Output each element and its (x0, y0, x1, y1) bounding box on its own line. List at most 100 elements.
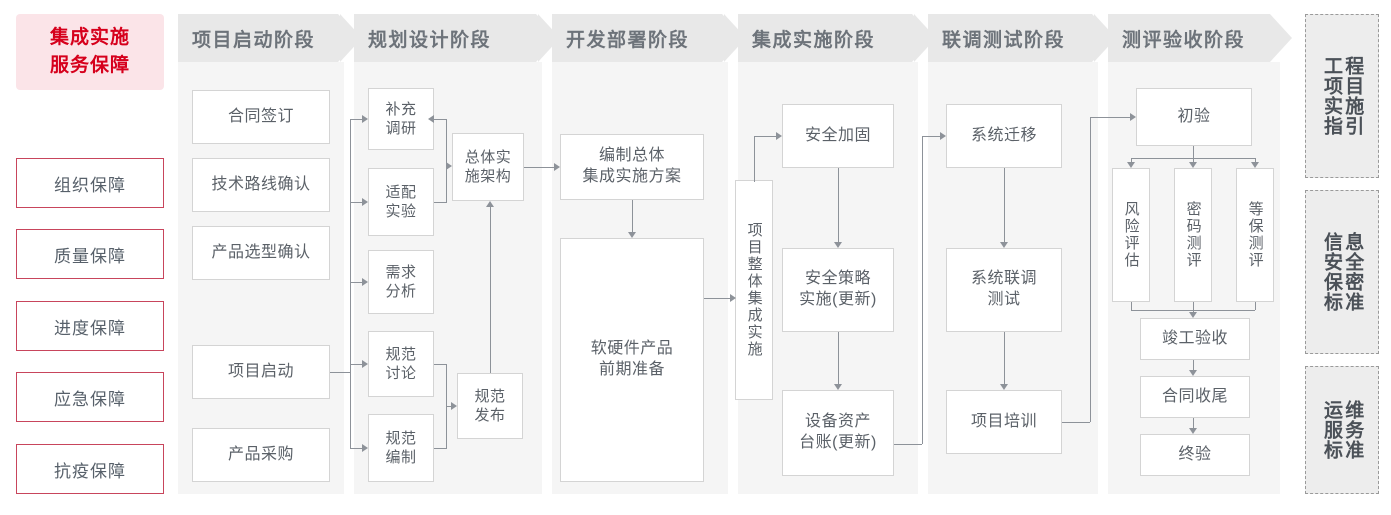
connector-spec-release-to-architecture (490, 207, 491, 373)
node-preliminary-acceptance[interactable]: 初验 (1136, 88, 1252, 146)
guarantee-label: 应急保障 (54, 389, 126, 409)
node-completion-acceptance[interactable]: 竣工验收 (1140, 318, 1250, 360)
node-overall-integration[interactable]: 项目整体集成实施 (735, 180, 773, 400)
phase-header-integration[interactable]: 集成实施阶段 (738, 14, 934, 62)
arrow-down-to-crypto-evaluation (1189, 162, 1197, 168)
node-project-training[interactable]: 项目培训 (946, 390, 1062, 454)
guarantee-item-quality[interactable]: 质量保障 (16, 229, 164, 279)
connector-training-up (1090, 117, 1091, 422)
node-label-line1: 总体实 (464, 148, 512, 166)
arrow-to-preliminary-acceptance (1130, 113, 1136, 121)
node-label-line2: 集成实施方案 (582, 168, 682, 185)
node-label: 密码测评 (1184, 201, 1202, 269)
node-label-line2: 编制 (385, 449, 417, 466)
node-contract-closure[interactable]: 合同收尾 (1140, 376, 1250, 418)
node-label: 项目启动 (227, 362, 294, 380)
node-asset-ledger[interactable]: 设备资产 台账(更新) (782, 390, 894, 476)
connector-integration-up (754, 136, 755, 182)
rail-text-col-right: 程目施引 (1342, 56, 1364, 136)
node-label: 产品选型确认 (211, 243, 311, 261)
arrow-down-to-project-training (1000, 384, 1008, 390)
node-crypto-evaluation[interactable]: 密码测评 (1174, 168, 1212, 302)
connector-specdraft-merge (434, 448, 446, 449)
phase-header-planning[interactable]: 规划设计阶段 (354, 14, 558, 62)
guarantee-item-organization[interactable]: 组织保障 (16, 158, 164, 208)
node-product-procurement[interactable]: 产品采购 (192, 428, 330, 482)
arrow-to-system-migration (940, 132, 946, 140)
guarantee-item-emergency[interactable]: 应急保障 (16, 372, 164, 422)
node-label-line2: 实验 (385, 203, 417, 220)
connector-to-adaptation-experiment (350, 202, 362, 203)
connector-fanout-right (1255, 158, 1256, 162)
node-compile-overall-plan[interactable]: 编制总体 集成实施方案 (560, 134, 704, 200)
node-label-line2: 施架构 (464, 168, 512, 185)
node-supplementary-research[interactable]: 补充 调研 (368, 88, 434, 150)
node-label: 初验 (1177, 107, 1211, 125)
rail-text-col-left: 工项实指 (1321, 56, 1342, 136)
node-label-line1: 软硬件产品 (590, 340, 674, 358)
rail-infosec-standard[interactable]: 信安保标 息全密准 (1305, 190, 1379, 354)
arrow-to-requirement-analysis (362, 278, 368, 286)
phase-header-acceptance[interactable]: 测评验收阶段 (1108, 14, 1292, 62)
node-security-hardening[interactable]: 安全加固 (782, 104, 894, 168)
node-tech-route-confirm[interactable]: 技术路线确认 (192, 158, 330, 212)
node-adaptation-experiment[interactable]: 适配 实验 (368, 168, 434, 236)
phase-header-label: 集成实施阶段 (752, 29, 876, 51)
node-contract-signing[interactable]: 合同签订 (192, 90, 330, 144)
guarantee-item-schedule[interactable]: 进度保障 (16, 301, 164, 351)
node-spec-drafting[interactable]: 规范 编制 (368, 414, 434, 482)
node-label-line2: 实施(更新) (799, 291, 877, 308)
arrow-down-to-contract-closure (1189, 370, 1197, 376)
connector-preliminary-down (1193, 146, 1194, 158)
arrow-down-to-risk-assessment (1127, 162, 1135, 168)
rail-om-service-standard[interactable]: 运服标 维务准 (1305, 366, 1379, 494)
node-label: 合同收尾 (1161, 387, 1228, 405)
phase-header-development[interactable]: 开发部署阶段 (552, 14, 744, 62)
rail-text-col-left: 运服标 (1321, 400, 1342, 460)
node-label: 安全加固 (804, 126, 871, 144)
connector-compile-plan-to-hwsw (632, 200, 633, 232)
connector-to-requirement-analysis (350, 282, 362, 283)
connector-ledger-up (922, 136, 923, 444)
node-spec-discussion[interactable]: 规范 讨论 (368, 331, 434, 397)
node-classified-protection-evaluation[interactable]: 等保测评 (1236, 168, 1274, 302)
connector-hardening-to-policy (838, 168, 839, 242)
node-final-acceptance[interactable]: 终验 (1140, 434, 1250, 476)
guarantee-item-epidemic[interactable]: 抗疫保障 (16, 444, 164, 494)
node-system-migration[interactable]: 系统迁移 (946, 104, 1062, 168)
node-overall-impl-architecture[interactable]: 总体实 施架构 (452, 133, 524, 201)
node-label: 终验 (1178, 445, 1212, 463)
node-label: 项目培训 (970, 412, 1037, 430)
node-security-policy-impl[interactable]: 安全策略 实施(更新) (782, 248, 894, 332)
node-hw-sw-preparation[interactable]: 软硬件产品 前期准备 (560, 238, 704, 482)
node-spec-release[interactable]: 规范 发布 (457, 373, 523, 439)
node-system-joint-test[interactable]: 系统联调 测试 (946, 248, 1062, 332)
node-label-line2: 讨论 (385, 365, 417, 382)
arrow-down-to-classified-protection-evaluation (1251, 162, 1259, 168)
arrow-to-spec-drafting (362, 444, 368, 452)
lead-card-line2: 服务保障 (49, 55, 130, 76)
node-product-selection-confirm[interactable]: 产品选型确认 (192, 226, 330, 280)
phase-header-label: 规划设计阶段 (368, 29, 492, 51)
connector-merge-spine-architecture (446, 119, 447, 203)
node-risk-assessment[interactable]: 风险评估 (1112, 168, 1150, 302)
phase-header-label: 开发部署阶段 (566, 29, 690, 51)
rail-engineering-guideline[interactable]: 工项实指 程目施引 (1305, 14, 1379, 178)
arrow-back-to-supplementary-research (428, 115, 434, 123)
node-label: 系统迁移 (970, 126, 1037, 144)
node-label: 竣工验收 (1161, 329, 1228, 347)
connector-training-right (1062, 422, 1090, 423)
node-label: 风险评估 (1122, 201, 1140, 269)
phase-header-startup[interactable]: 项目启动阶段 (178, 14, 360, 62)
node-project-kickoff[interactable]: 项目启动 (192, 345, 330, 399)
arrow-down-to-security-policy-impl (834, 242, 842, 248)
phase-header-joint-test[interactable]: 联调测试阶段 (928, 14, 1114, 62)
node-requirement-analysis[interactable]: 需求 分析 (368, 250, 434, 314)
connector-research-merge-top (434, 119, 446, 120)
node-label-line2: 前期准备 (598, 361, 665, 378)
arrow-to-overall-integration (730, 294, 736, 302)
arrow-to-security-hardening (776, 132, 782, 140)
phase-header-label: 项目启动阶段 (192, 29, 316, 51)
node-label-line1: 系统联调 (970, 270, 1037, 288)
